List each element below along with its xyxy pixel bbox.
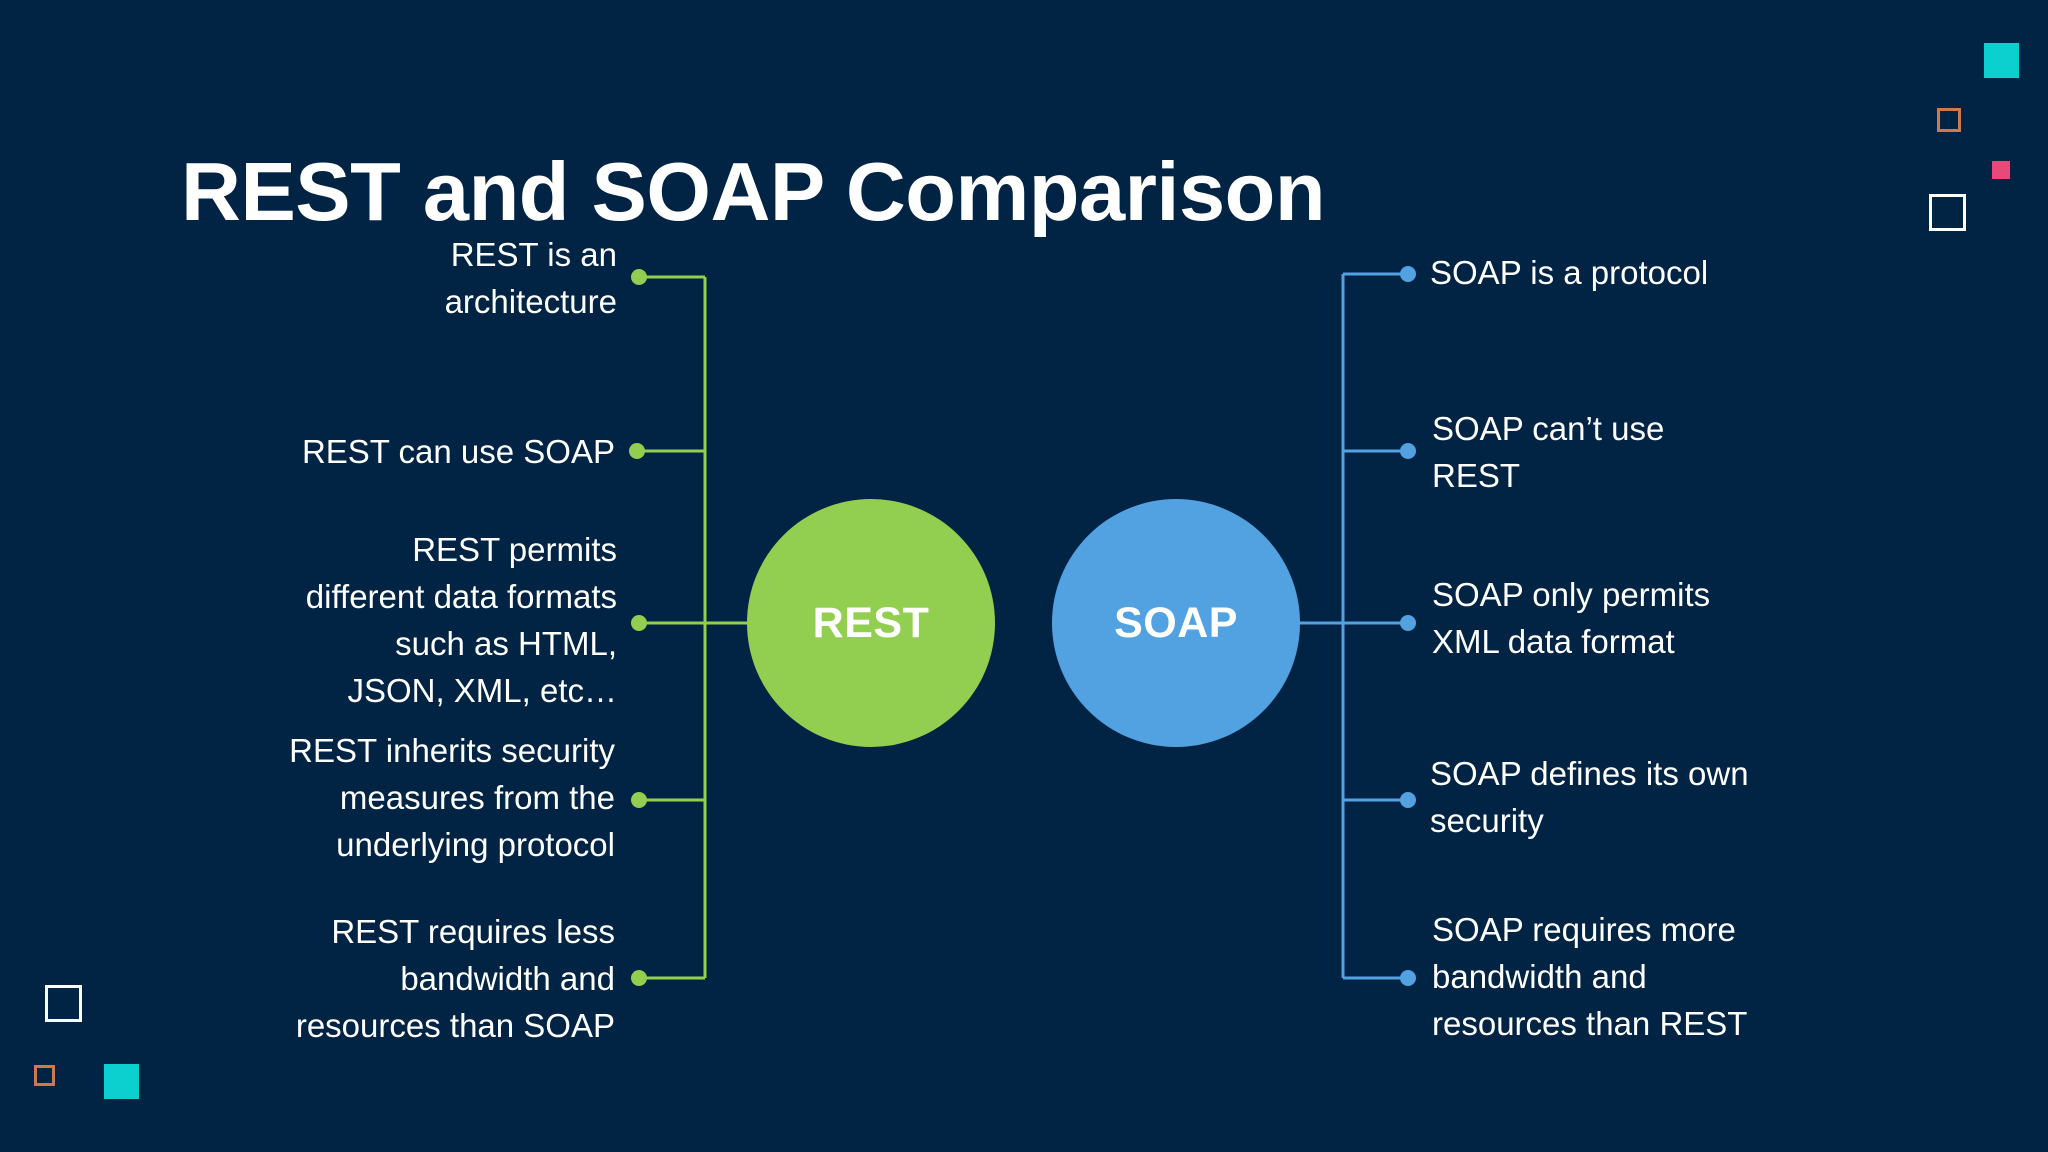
- rest-node: REST: [747, 499, 995, 747]
- soap-item-security: SOAP defines its own security: [1430, 755, 1749, 839]
- rest-item-data-formats: REST permits different data formats such…: [305, 531, 617, 709]
- rest-bullet-5: [631, 970, 647, 986]
- rest-item-security: REST inherits security measures from the…: [289, 732, 615, 863]
- decor-square-pink-top: [1992, 161, 2010, 179]
- rest-bullet-1: [631, 269, 647, 285]
- decor-square-white-bottom: [45, 985, 82, 1022]
- soap-item-bandwidth: SOAP requires more bandwidth and resourc…: [1432, 911, 1748, 1042]
- soap-bullet-2: [1400, 443, 1416, 459]
- soap-item-cant-use-rest: SOAP can’t use REST: [1432, 410, 1665, 494]
- decor-square-white-top: [1929, 194, 1966, 231]
- rest-item-architecture: REST is an architecture: [444, 236, 617, 320]
- soap-item-xml-only: SOAP only permits XML data format: [1432, 576, 1711, 660]
- decor-square-orange-top: [1937, 108, 1961, 132]
- decor-square-teal-bottom: [104, 1064, 139, 1099]
- slide-title: REST and SOAP Comparison: [181, 145, 1326, 238]
- soap-node: SOAP: [1052, 499, 1300, 747]
- soap-bullet-1: [1400, 266, 1416, 282]
- rest-item-can-use-soap: REST can use SOAP: [301, 433, 615, 470]
- soap-bullet-5: [1400, 970, 1416, 986]
- soap-bullet-3: [1400, 615, 1416, 631]
- soap-bullet-4: [1400, 792, 1416, 808]
- soap-item-protocol: SOAP is a protocol: [1430, 254, 1709, 291]
- rest-item-bandwidth: REST requires less bandwidth and resourc…: [295, 913, 615, 1044]
- rest-bullet-2: [629, 443, 645, 459]
- soap-connectors: [1298, 266, 1416, 986]
- decor-square-orange-bottom: [34, 1065, 55, 1086]
- rest-bullet-4: [631, 792, 647, 808]
- rest-bullet-3: [631, 615, 647, 631]
- rest-connectors: [629, 269, 750, 986]
- decor-square-teal-top: [1984, 43, 2019, 78]
